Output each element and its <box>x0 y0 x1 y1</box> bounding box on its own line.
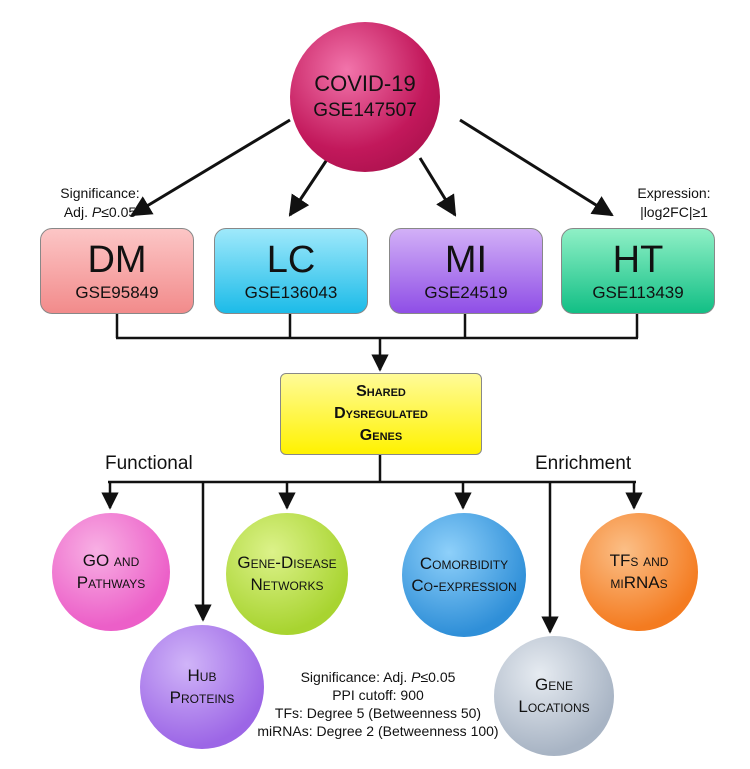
disease-accession: GSE24519 <box>424 283 508 302</box>
disease-abbr: MI <box>444 239 488 281</box>
shared-genes-box: Shared Dysregulated Genes <box>280 373 482 455</box>
tfs-line2: miRNAs <box>610 573 668 592</box>
covid-accession: GSE147507 <box>313 100 417 121</box>
disease-box-dm: DM GSE95849 <box>40 228 194 314</box>
arrow-covid-dm <box>130 118 291 217</box>
gene-disease-line2: Networks <box>250 575 324 594</box>
disease-abbr: HT <box>612 239 664 281</box>
significance-value: Adj. P≤0.05 <box>63 204 137 220</box>
disease-box-ht: HT GSE113439 <box>561 228 715 314</box>
expression-note: Expression: |log2FC|≥1 <box>626 184 722 222</box>
hub-proteins-circle: Hub Proteins <box>140 625 264 749</box>
comorbidity-line1: Comorbidity <box>419 554 509 573</box>
expression-value: |log2FC|≥1 <box>640 204 708 220</box>
gene-locations-circle: Gene Locations <box>494 636 614 756</box>
disease-accession: GSE113439 <box>592 283 684 302</box>
gene-locations-line1: Gene <box>535 675 573 694</box>
arrow-covid-ht <box>459 118 614 217</box>
disease-box-mi: MI GSE24519 <box>389 228 543 314</box>
go-pathways-circle: GO and Pathways <box>52 513 170 631</box>
shared-line2: Dysregulated <box>334 405 428 422</box>
go-line2: Pathways <box>76 573 146 592</box>
gene-disease-circle: Gene-Disease Networks <box>226 513 348 635</box>
gene-disease-line1: Gene-Disease <box>237 553 337 572</box>
hub-line1: Hub <box>187 666 217 685</box>
covid-title: COVID-19 <box>314 71 416 96</box>
criteria-tfs: TFs: Degree 5 (Betweenness 50) <box>274 705 482 721</box>
expression-label: Expression: <box>637 185 711 201</box>
covid-node: COVID-19 GSE147507 <box>290 22 440 172</box>
shared-line3: Genes <box>359 427 403 444</box>
tfs-mirnas-circle: TFs and miRNAs <box>580 513 698 631</box>
gene-locations-line2: Locations <box>518 697 590 716</box>
disease-accession: GSE136043 <box>244 283 338 302</box>
disease-abbr: LC <box>266 239 316 281</box>
criteria-significance: Significance: Adj. P≤0.05 <box>300 669 456 685</box>
comorbidity-circle: Comorbidity Co-expression <box>402 513 526 637</box>
hub-line2: Proteins <box>169 688 235 707</box>
go-line1: GO and <box>82 551 140 570</box>
analysis-criteria-note: Significance: Adj. P≤0.05 PPI cutoff: 90… <box>238 668 518 740</box>
functional-label: Functional <box>105 453 193 474</box>
tfs-line1: TFs and <box>609 551 669 570</box>
enrichment-label: Enrichment <box>535 453 632 474</box>
significance-note: Significance: Adj. P≤0.05 <box>52 184 148 222</box>
criteria-mirnas: miRNAs: Degree 2 (Betweenness 100) <box>257 723 499 739</box>
arrow-covid-mi <box>418 157 457 217</box>
disease-accession: GSE95849 <box>75 283 159 302</box>
disease-box-lc: LC GSE136043 <box>214 228 368 314</box>
significance-label: Significance: <box>60 185 140 201</box>
criteria-ppi: PPI cutoff: 900 <box>332 687 424 703</box>
arrow-covid-lc <box>288 157 330 217</box>
shared-line1: Shared <box>356 383 406 400</box>
disease-abbr: DM <box>87 239 147 281</box>
comorbidity-line2: Co-expression <box>411 576 517 595</box>
